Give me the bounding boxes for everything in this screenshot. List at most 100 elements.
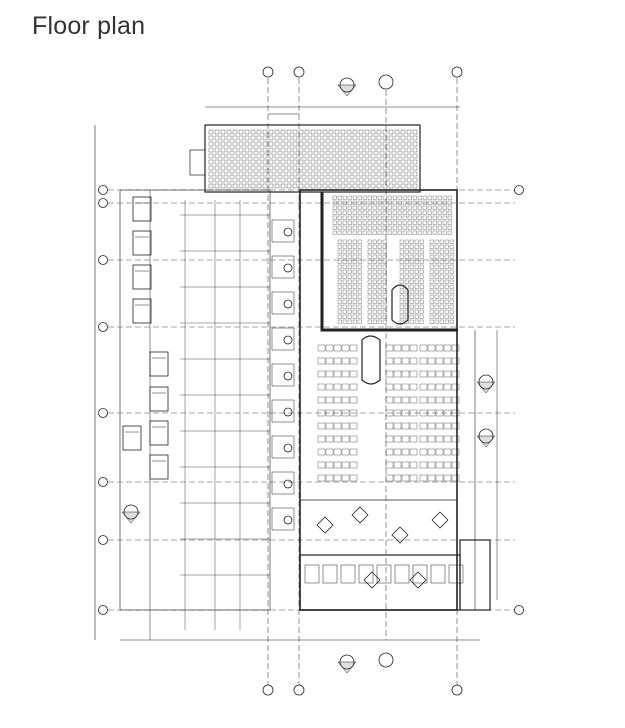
seat [399,259,404,264]
fixture [394,564,410,584]
seat [250,183,256,189]
desk [325,383,334,391]
seat [394,165,400,171]
seat [280,129,286,135]
assembly-wall [320,192,458,332]
seat [376,159,382,165]
seat [404,239,409,244]
seat [409,264,414,269]
seat [399,304,404,309]
desk [333,474,342,482]
desk [443,422,452,430]
seat [434,304,439,309]
seat [286,129,292,135]
seat [414,289,419,294]
seat [226,147,232,153]
seat [357,319,362,324]
seat [414,269,419,274]
seat [214,159,220,165]
seat [364,159,370,165]
seat [244,153,250,159]
desk [451,435,460,443]
seat [427,210,432,215]
door-swing [271,435,295,459]
seat [367,319,372,324]
seat [358,171,364,177]
seat [402,210,407,215]
seat [409,284,414,289]
seat [370,159,376,165]
seat [382,210,387,215]
desk [401,409,410,417]
desk [409,422,418,430]
seat [409,274,414,279]
seat [382,264,387,269]
desk [451,383,460,391]
seat [226,171,232,177]
seat [357,264,362,269]
seat [334,171,340,177]
seat [352,289,357,294]
seat [376,183,382,189]
seat [382,129,388,135]
seat [238,147,244,153]
seat [367,314,372,319]
seat [328,165,334,171]
seat [268,135,274,141]
seat [388,177,394,183]
seat [377,284,382,289]
door-tag [283,227,293,237]
door-tag [283,515,293,525]
seat [412,159,418,165]
desk [409,448,418,456]
elevation-marker-icon [378,74,394,90]
seat [412,177,418,183]
seat [280,183,286,189]
desk [325,409,334,417]
desk [451,409,460,417]
desk [385,448,394,456]
seat [437,200,442,205]
seat [388,183,394,189]
seat [439,279,444,284]
seat [232,159,238,165]
seat [357,309,362,314]
vehicle [149,386,169,412]
seat [409,259,414,264]
desk [409,396,418,404]
seat [208,177,214,183]
seat [427,225,432,230]
seat [372,244,377,249]
seat [322,171,328,177]
seat [280,165,286,171]
seat [362,230,367,235]
seat [334,147,340,153]
seat [342,304,347,309]
seat [400,141,406,147]
seat [298,153,304,159]
seat [409,319,414,324]
seat [407,210,412,215]
seat [422,205,427,210]
seat [347,225,352,230]
seat [352,171,358,177]
seat [444,259,449,264]
seat [444,249,449,254]
seat [256,183,262,189]
vehicle [149,420,169,446]
seat [372,205,377,210]
seat [352,309,357,314]
seat [377,289,382,294]
seat [422,210,427,215]
seat [414,259,419,264]
seat [437,220,442,225]
seat [292,141,298,147]
grid-bubble [514,605,524,615]
seat [352,269,357,274]
seat [328,183,334,189]
seat [406,183,412,189]
grid-bubble [98,198,108,208]
seat [399,309,404,314]
seat [449,309,454,314]
seat [244,177,250,183]
